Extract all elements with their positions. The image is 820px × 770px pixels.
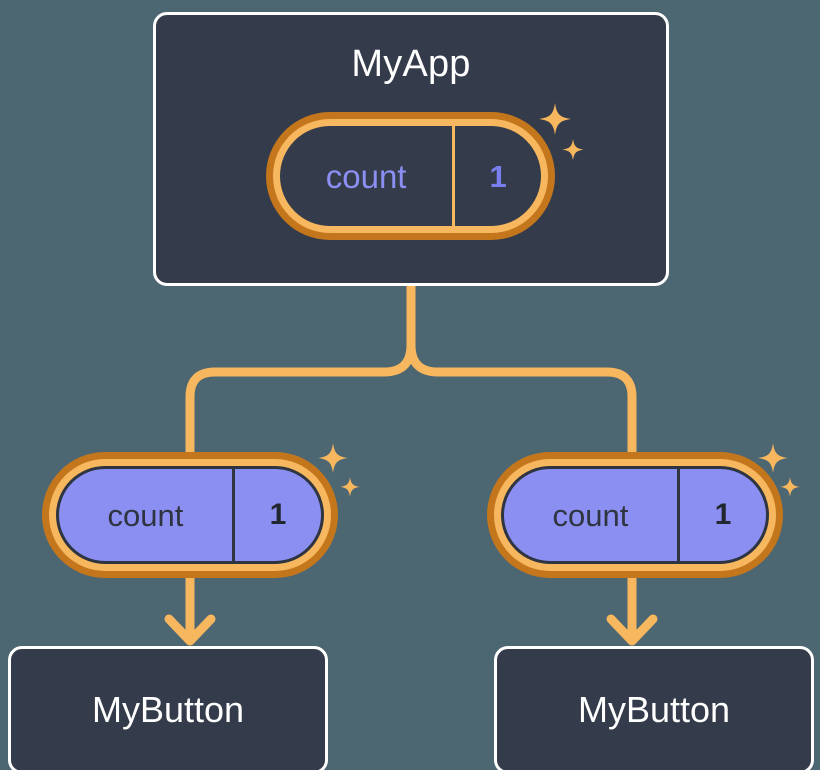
wire-branch-right xyxy=(406,340,637,457)
component-title: MyButton xyxy=(577,689,731,730)
component-box-mybutton-left[interactable]: MyButton xyxy=(8,646,328,770)
state-pill-left[interactable]: count 1 xyxy=(42,452,338,578)
wire-branch-left xyxy=(185,340,416,457)
state-value-label: 1 xyxy=(231,469,321,561)
pill-body: count 1 xyxy=(56,466,324,564)
pill-ring: count 1 xyxy=(494,459,776,571)
page-title: MyApp xyxy=(351,43,471,85)
state-value-label: 1 xyxy=(452,126,541,226)
state-key-label: count xyxy=(552,497,629,533)
pill-ring: count 1 xyxy=(49,459,331,571)
component-title: MyButton xyxy=(91,689,245,730)
state-key-label: count xyxy=(325,157,407,195)
component-box-mybutton-right[interactable]: MyButton xyxy=(494,646,814,770)
state-key-label: count xyxy=(107,497,184,533)
state-pill-myapp[interactable]: count 1 xyxy=(266,112,555,240)
state-pill-right[interactable]: count 1 xyxy=(487,452,783,578)
state-value-label: 1 xyxy=(676,469,766,561)
pill-body: count 1 xyxy=(501,466,769,564)
pill-body: count 1 xyxy=(280,126,541,226)
arrowhead-left xyxy=(164,614,216,646)
arrowhead-right xyxy=(606,614,658,646)
pill-ring: count 1 xyxy=(273,119,548,233)
